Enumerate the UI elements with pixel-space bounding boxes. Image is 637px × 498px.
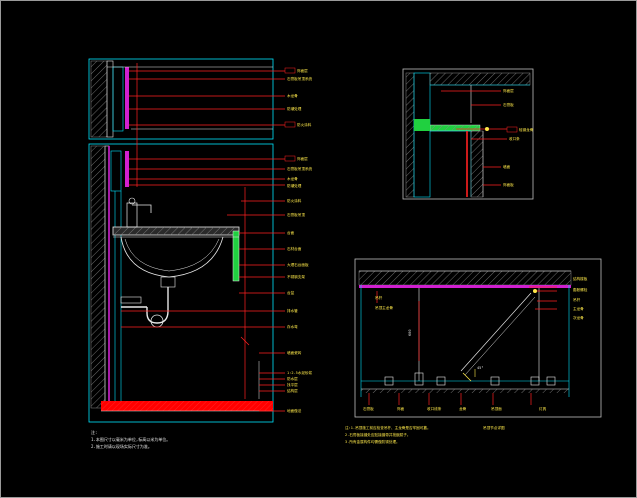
note-line: 2.石膏板接缝处应贴接缝带并批嵌腻子。 <box>345 432 410 437</box>
label: 膨胀螺栓 <box>573 287 588 292</box>
label: 防火涂料 <box>287 198 302 203</box>
label: 石材台面 <box>287 246 302 251</box>
left-middle-labels: 饰面层 石膏板吊顶系统 木龙骨 防潮处理 防火涂料 石膏板吊顶 <box>287 156 313 217</box>
note-line: 注: <box>91 429 97 435</box>
label: 饰面板 <box>503 182 514 187</box>
label: 木龙骨 <box>287 176 298 181</box>
dimension-text: 600 <box>408 330 412 337</box>
label: 存水弯 <box>287 324 298 329</box>
label: 墙面 <box>503 164 511 169</box>
label: 防潮处理 <box>287 183 302 188</box>
section-caption: 吊顶节点详图 <box>483 425 505 430</box>
ceiling-joint-detail <box>402 68 534 200</box>
note-line: 2.施工时请以现场实际尺寸为准。 <box>91 443 152 449</box>
label: 石膏板吊顶 <box>287 212 305 217</box>
upper-ceiling-panel <box>88 58 274 140</box>
label: 大理石台面板 <box>287 262 309 267</box>
label: 石膏板吊顶系统 <box>287 166 313 171</box>
wall-elevation <box>88 58 296 423</box>
label: 结构层 <box>287 388 298 393</box>
label: 排水管 <box>287 308 298 313</box>
label: 石膏板 <box>363 406 374 411</box>
label: 石膏板吊顶系统 <box>287 76 313 81</box>
label: 饰面层 <box>297 156 308 161</box>
label: 石膏板 <box>503 102 514 107</box>
label: 龙骨 <box>459 406 467 411</box>
label: 轻钢龙骨 <box>519 127 534 132</box>
label: 防火涂料 <box>297 122 312 127</box>
faucet <box>126 197 152 228</box>
bottom-right-labels: 吊杆 吊顶主龙骨 结构楼板 膨胀螺栓 吊杆 主龙骨 次龙骨 石膏板 饰面 收口线… <box>363 276 588 411</box>
label: 吊顶主龙骨 <box>375 305 393 310</box>
angle-label: 45° <box>477 366 484 370</box>
left-upper-labels: 饰面层 石膏板吊顶系统 木龙骨 防潮处理 防火涂料 <box>287 68 313 127</box>
magenta-band <box>359 285 571 288</box>
label: 结构楼板 <box>573 276 588 281</box>
label: 墙面瓷砖 <box>287 350 302 355</box>
note-line: 3.所有金属构件均需做防锈处理。 <box>345 439 400 444</box>
label: 地面做法 <box>287 408 302 413</box>
label: 防潮处理 <box>287 106 302 111</box>
label: 主龙骨 <box>573 306 584 311</box>
label: 1:2.5水泥砂浆 <box>287 370 313 375</box>
ceiling-section: 45° 600 <box>354 258 602 418</box>
left-notes: 注: 1.本图尺寸以毫米为单位,标高以米为单位。 2.施工时请以现场实际尺寸为准… <box>91 429 170 449</box>
note-line: 注:1.吊顶施工前应检查吊杆、主龙骨是否牢固可靠。 <box>345 425 431 430</box>
label: 吊顶面 <box>491 406 502 411</box>
detail-frame <box>402 68 534 200</box>
upper-wall-hatch <box>90 60 108 138</box>
label: 吊杆 <box>375 295 383 300</box>
label: 收口条 <box>509 136 520 141</box>
countertop-apron <box>232 230 240 282</box>
note-line: 1.本图尺寸以毫米为单位,标高以米为单位。 <box>91 436 170 442</box>
section-frame <box>354 258 602 418</box>
label: 饰面层 <box>503 88 514 93</box>
main-wall-hatch <box>90 145 106 409</box>
drain-trap <box>120 287 169 328</box>
label: 找平层 <box>287 382 298 387</box>
main-elevation-frame <box>88 143 274 423</box>
label: 木龙骨 <box>287 93 298 98</box>
left-lower-labels: 墙面瓷砖 1:2.5水泥砂浆 防水层 找平层 结构层 地面做法 <box>287 350 313 413</box>
label: 台面 <box>287 230 295 235</box>
label: 饰面 <box>397 406 405 411</box>
label: 防水层 <box>287 376 298 381</box>
label: 灯具 <box>539 406 547 411</box>
structural-slab <box>358 270 572 286</box>
label: 台盆 <box>287 290 295 295</box>
sink-basin <box>120 236 224 278</box>
bottom-right-notes: 注:1.吊顶施工前应检查吊杆、主龙骨是否牢固可靠。 2.石膏板接缝处应贴接缝带并… <box>345 425 505 444</box>
label: 吊杆 <box>573 297 581 302</box>
left-right-labels: 台面 石材台面 大理石台面板 不锈钢支架 台盆 排水管 存水弯 <box>287 230 309 329</box>
label: 次龙骨 <box>573 315 584 320</box>
label: 饰面层 <box>297 68 308 73</box>
label: 收口线条 <box>427 406 442 411</box>
label: 不锈钢支架 <box>287 274 305 279</box>
top-right-labels: 饰面层 石膏板 轻钢龙骨 收口条 墙面 饰面板 <box>503 88 534 187</box>
